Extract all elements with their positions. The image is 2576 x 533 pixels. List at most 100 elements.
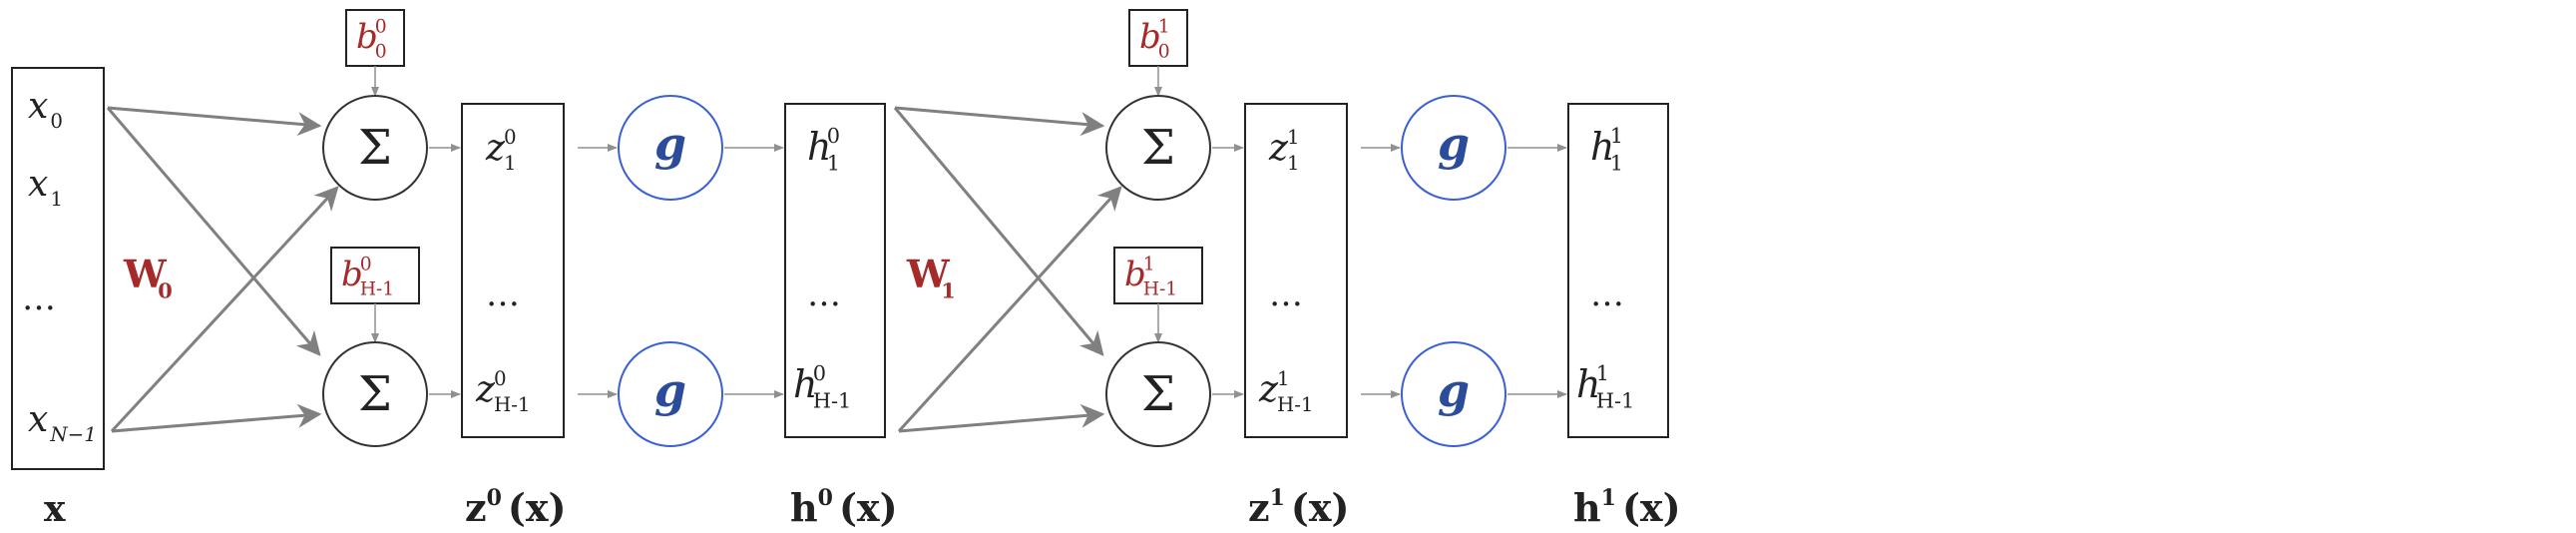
z-ellipsis: … [1269,274,1303,314]
bias-top-1-frame [1128,9,1188,67]
input-vector-box: … [11,67,105,470]
weight-connection-arrow [893,107,1104,356]
weight-label-0-sub: 0 [158,278,173,303]
layer-1: ΣΣ…gg…z1(x)h1(x) [893,9,1681,530]
input-item-0-sub: 0 [50,110,63,133]
bias-bottom-0-label-sup: 0 [360,255,372,275]
z-bottom-1-sup: 1 [1277,367,1290,390]
bias-top-1-label-sup: 1 [1158,17,1170,38]
h-bottom-1-sub: H-1 [1596,389,1635,413]
h-vector-box [784,103,886,438]
bias-top-0-label-base: b [356,17,378,57]
sigma-symbol: Σ [358,120,392,176]
sum-node-top: Σ [1105,95,1211,201]
z-top-0-sup: 0 [504,126,517,149]
h-bottom-1-sup: 1 [1596,361,1609,385]
bias-top-0-label: b00 [356,17,387,63]
activation-circle [1401,341,1506,447]
z-bottom-0-sup: 0 [494,367,507,390]
h-bottom-1: h1H-1 [1576,361,1634,413]
weight-connection-arrow [106,107,321,356]
h-bottom-1-base: h [1576,362,1600,406]
h-caption-0-text: h0(x) [790,485,898,530]
weight-label-0: W0 [123,252,173,303]
z-bottom-1-base: z [1258,369,1279,410]
z-top-1-sub: 1 [1287,152,1300,175]
activation-symbol: g [1438,117,1470,171]
z-top-1-sup: 1 [1287,126,1300,149]
input-item-3-sub: N−1 [49,423,96,446]
h-caption-1-text: h1(x) [1573,485,1681,530]
sum-circle [1105,95,1211,201]
weight-label-1: W1 [906,252,956,303]
h-ellipsis: … [1590,274,1624,314]
weight-connection-arrow [111,403,322,433]
h-bottom-0-sup: 0 [813,361,826,385]
input-item-1-sub: 1 [50,188,63,211]
activation-node-top: g [1401,95,1506,201]
sum-circle [322,95,428,201]
activation-circle [1401,95,1506,201]
bias-top-0-label-sub: 0 [375,42,387,63]
layer-0: ΣΣ…gg…z0(x)h0(x) [106,9,898,530]
activation-symbol: g [654,117,686,171]
h-vector-box [1567,103,1669,438]
bias-bottom-1-label: b1H-1 [1124,255,1177,300]
z-bottom-0-sub: H-1 [494,393,531,416]
weight-connection-arrow [897,186,1122,433]
z-caption-0: z0(x) [465,485,567,530]
h-bottom-0-base: h [793,362,817,406]
h-top-1: h11 [1590,124,1623,176]
h-bottom-0: h0H-1 [793,361,851,413]
h-top-1-sub: 1 [1610,152,1623,176]
z-bottom-0-base: z [475,369,496,410]
bias-top-1-label: b1 0 [1139,17,1170,63]
h-caption-1: h1(x) [1573,485,1681,530]
bias-bottom-1-label-sup: 1 [1143,255,1155,275]
z-vector-box [1244,103,1348,438]
weight-label-1-base: W [906,252,951,296]
input-caption: x [44,488,66,530]
z-vector-box [461,103,565,438]
activation-symbol: g [1438,363,1470,417]
bias-bottom-1-label-sub: H-1 [1143,279,1178,300]
bias-top-1-label-base: b [1139,17,1161,57]
weight-connection-arrow [898,403,1105,433]
weight-label-1-sub: 1 [941,278,956,303]
bias-bottom-1-label-base: b [1124,255,1146,294]
weight-connection-arrow [894,106,1105,137]
z-top-1-base: z [1268,128,1289,169]
activation-circle [618,95,723,201]
weight-connection-arrow [110,186,339,433]
z-top-0-sub: 1 [504,152,517,175]
z-top-0-base: z [485,128,506,169]
h-top-1-sup: 1 [1610,124,1623,148]
h-top-0-sub: 1 [827,152,840,176]
bias-bottom-0-label-sub: H-1 [360,279,395,300]
sum-node-bottom: Σ [322,341,428,447]
z-caption-1-text: z1(x) [1248,485,1350,530]
activation-symbol: g [654,363,686,417]
h-top-0-base: h [807,125,831,169]
activation-circle [618,341,723,447]
h-ellipsis: … [807,274,841,314]
input-vector-frame [11,67,105,470]
bias-bottom-0-label: b0H-1 [341,255,394,300]
bias-top-1-label-sub: 0 [1158,42,1170,63]
activation-node-top: g [618,95,723,201]
activation-node-bottom: g [1401,341,1506,447]
sigma-symbol: Σ [358,366,392,422]
input-item-1-base: x [28,164,48,205]
bias-bottom-1 [1113,247,1203,304]
h-top-0-sup: 0 [827,124,840,148]
bias-bottom-1-frame [1113,247,1203,304]
sum-node-top: Σ [322,95,428,201]
